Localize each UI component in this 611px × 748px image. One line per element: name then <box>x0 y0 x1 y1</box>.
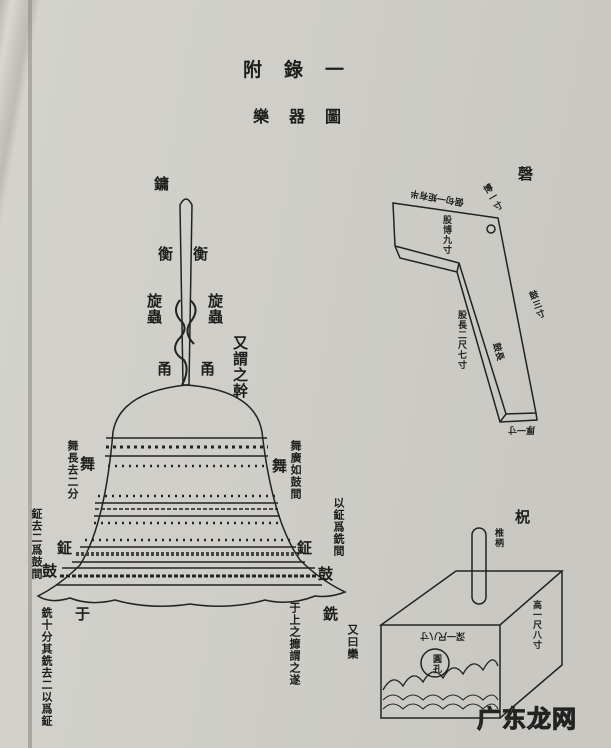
label-yong-right: 甬 <box>200 360 216 378</box>
qing-title: 磬 <box>518 165 534 183</box>
page-subtitle: 樂器圖 <box>253 107 362 126</box>
label-zheng-left-note: 鉦去二爲鼓間 <box>30 508 43 580</box>
bell-drawing <box>36 198 347 607</box>
label-gu-left: 鼓 <box>42 562 58 580</box>
label-yu-left: 于 <box>75 605 91 623</box>
label-zheng-left: 鉦 <box>57 539 73 557</box>
label-qing-bottom: 厚一寸 <box>508 424 536 434</box>
page-title: 附錄一 <box>243 59 367 81</box>
zhu-title: 柷 <box>515 508 531 526</box>
label-wu-left-note: 舞長去二分 <box>66 440 79 500</box>
label-qing-gu-width: 股博九寸 <box>441 215 451 255</box>
watermark: 广东龙网 <box>477 705 577 734</box>
label-heng-right: 衡 <box>193 245 209 263</box>
label-xuanchong-right: 旋蟲 <box>206 293 224 325</box>
label-xuanchong-left: 旋蟲 <box>145 293 163 325</box>
label-zheng-right-note: 以鉦爲銑間 <box>332 497 345 557</box>
label-zheng-right: 鉦 <box>297 539 313 557</box>
label-xian-right-note: 又曰欒 <box>346 624 359 660</box>
label-zhu-handle: 椎柄 <box>493 528 503 548</box>
label-zhu-front: 深一尺八寸 <box>420 630 466 640</box>
label-yong-left: 甬 <box>157 360 173 378</box>
page-gutter <box>28 0 32 748</box>
label-zhu-hole: 圓孔 <box>431 654 441 674</box>
label-wu-right: 舞 <box>272 457 288 475</box>
label-heng-left: 衡 <box>158 245 174 263</box>
label-gu-right: 鼓 <box>318 565 334 583</box>
label-wu-right-note: 舞廣如鼓間 <box>289 440 302 500</box>
bell-title: 鏞 <box>154 175 170 193</box>
label-qing-gu-length: 股長二尺七寸 <box>456 310 466 370</box>
label-gan-note: 又謂之幹 <box>231 335 249 399</box>
qing-drawing <box>392 202 538 423</box>
label-xian-left-note: 銑十分其銑去二以爲鉦 <box>40 607 53 727</box>
label-zhu-height: 高一尺八寸 <box>531 600 541 650</box>
label-yu-right-note: 于上之攠謂之遂 <box>288 602 301 686</box>
label-wu-left: 舞 <box>80 455 96 473</box>
label-xian-right: 銑 <box>323 605 339 623</box>
zhu-drawing <box>378 527 565 719</box>
